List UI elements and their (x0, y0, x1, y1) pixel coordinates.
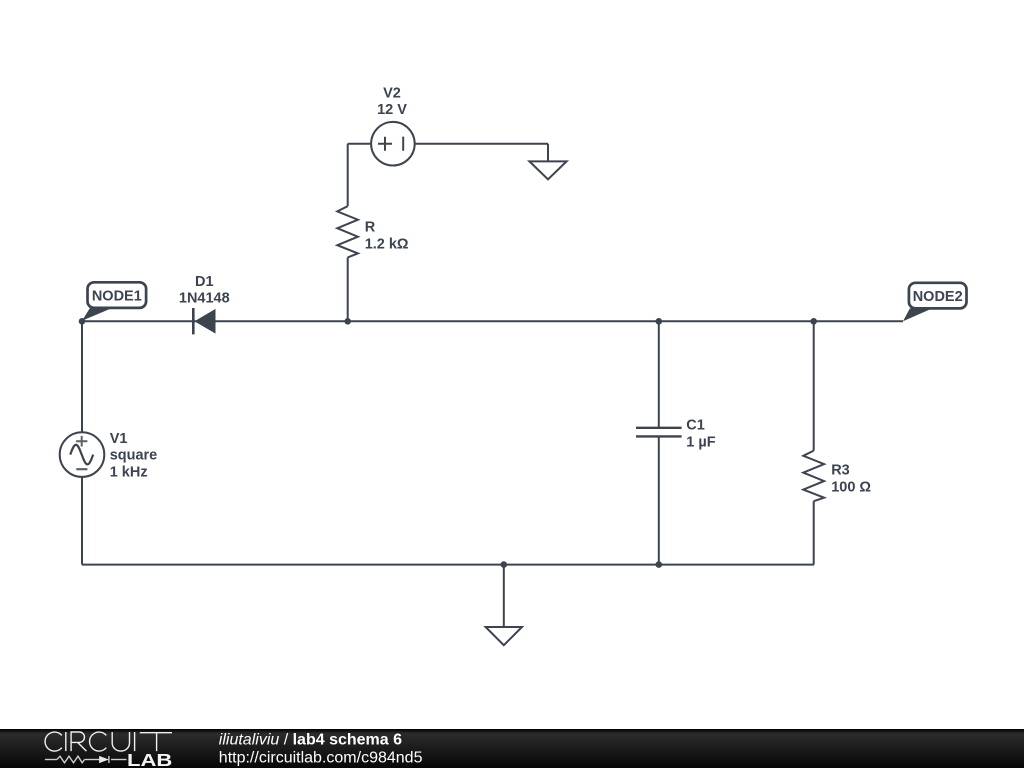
svg-text:NODE1: NODE1 (92, 288, 142, 304)
svg-text:R: R (365, 220, 376, 236)
svg-text:square: square (110, 448, 158, 464)
svg-text:1N4148: 1N4148 (179, 290, 230, 306)
svg-text:1 kHz: 1 kHz (110, 464, 148, 480)
svg-text:1.2 kΩ: 1.2 kΩ (365, 236, 409, 252)
svg-text:100 Ω: 100 Ω (831, 480, 871, 496)
svg-text:R3: R3 (831, 463, 850, 479)
svg-text:LAB: LAB (127, 750, 172, 768)
svg-text:http://circuitlab.com/c984nd5: http://circuitlab.com/c984nd5 (219, 749, 423, 766)
svg-text:V1: V1 (110, 431, 128, 447)
svg-text:C1: C1 (686, 417, 705, 433)
svg-text:V2: V2 (383, 85, 401, 101)
svg-text:iliutaliviu / lab4 schema 6: iliutaliviu / lab4 schema 6 (219, 732, 402, 749)
svg-text:D1: D1 (195, 274, 214, 290)
svg-text:12 V: 12 V (377, 102, 407, 118)
svg-text:NODE2: NODE2 (913, 289, 963, 305)
svg-text:1 µF: 1 µF (686, 434, 715, 450)
